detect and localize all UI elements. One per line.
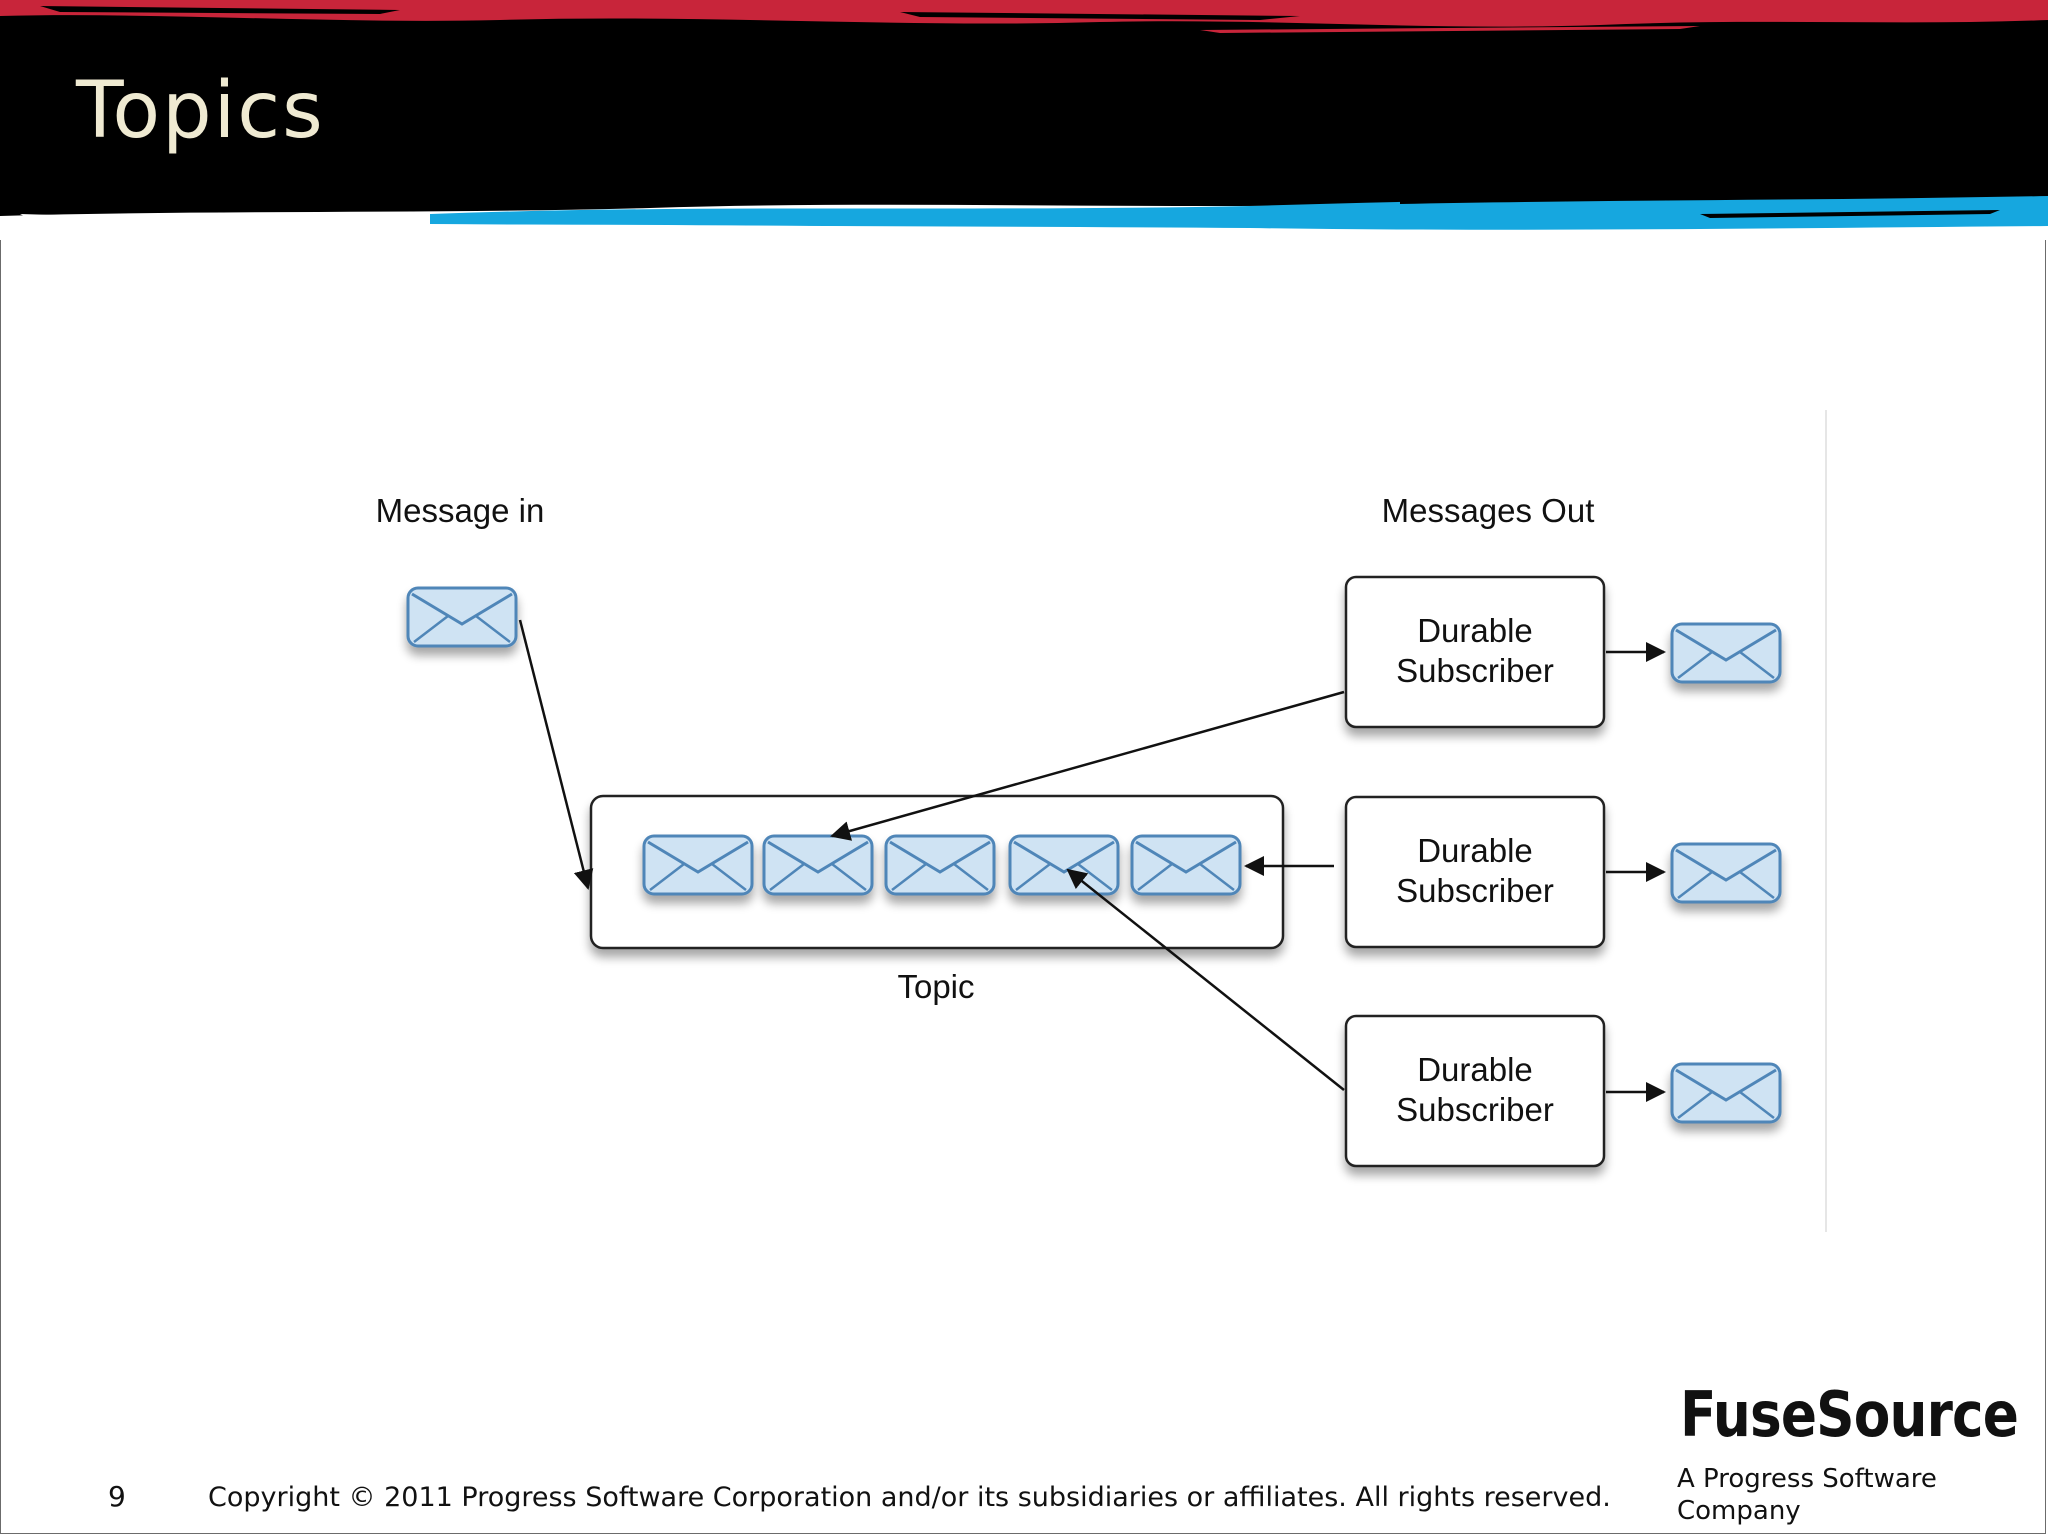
- subscriber-label-line1: Durable: [1417, 612, 1533, 649]
- envelope-icon: [1670, 842, 1782, 904]
- arrow-in-to-topic: [518, 619, 594, 890]
- subscriber-label-line1: Durable: [1417, 832, 1533, 869]
- durable-subscriber-1: Durable Subscriber: [1344, 575, 1606, 729]
- page-number: 9: [108, 1480, 126, 1513]
- subscriber-label-line2: Subscriber: [1396, 1091, 1554, 1128]
- topic-label: Topic: [897, 968, 974, 1005]
- slide-title: Topics: [76, 66, 325, 156]
- title-banner: [0, 0, 2048, 240]
- message-in-label: Message in: [376, 492, 545, 529]
- envelope-icon: [762, 834, 874, 896]
- copyright-text: Copyright © 2011 Progress Software Corpo…: [208, 1482, 1611, 1513]
- envelope-icon: [1670, 622, 1782, 684]
- envelope-icon: [642, 834, 754, 896]
- logo-text: FuseSource: [1680, 1378, 2019, 1451]
- arrow-subscriber3-to-topic: [1066, 868, 1345, 1091]
- durable-subscriber-3: Durable Subscriber: [1344, 1014, 1606, 1168]
- envelope-icon: [406, 586, 518, 648]
- envelope-icon: [1130, 834, 1242, 896]
- envelope-icon: [1670, 1062, 1782, 1124]
- subscriber-label-line2: Subscriber: [1396, 872, 1554, 909]
- subscriber-label-line2: Subscriber: [1396, 652, 1554, 689]
- arrow-subscriber1-to-topic: [830, 690, 1345, 841]
- envelope-icon: [884, 834, 996, 896]
- messages-out-label: Messages Out: [1382, 492, 1595, 529]
- subscriber-label-line1: Durable: [1417, 1051, 1533, 1088]
- durable-subscriber-2: Durable Subscriber: [1344, 795, 1606, 949]
- fusesource-logo: FuseSource: [1680, 1384, 2020, 1446]
- envelope-icon: [1008, 834, 1120, 896]
- company-tagline: A Progress Software Company: [1677, 1464, 1937, 1526]
